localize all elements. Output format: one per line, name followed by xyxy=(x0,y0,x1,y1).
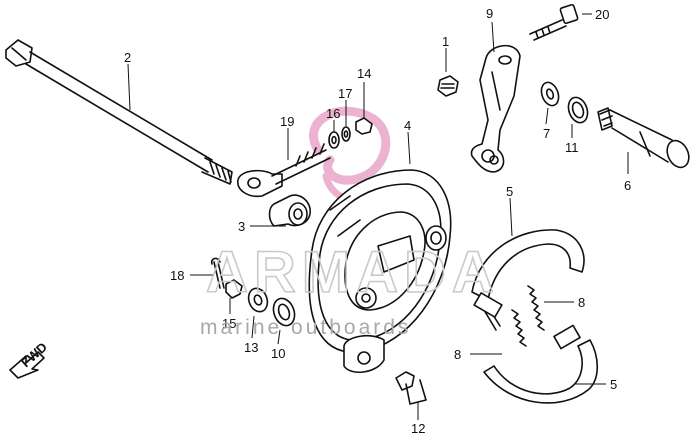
callout-17: 17 xyxy=(338,86,352,101)
callout-16: 16 xyxy=(326,106,340,121)
washer-13-part xyxy=(247,287,269,313)
washer-17-part xyxy=(341,126,351,142)
watermark-brand: ARMADA xyxy=(206,240,500,305)
seal-11-part xyxy=(567,96,589,124)
callout-3: 3 xyxy=(238,219,245,234)
fwd-direction-marker: FWD xyxy=(9,339,50,379)
seal-10-part xyxy=(272,297,296,327)
callout-15: 15 xyxy=(222,316,236,331)
watermark-tagline: marine outboards xyxy=(200,316,411,339)
bolt-20-part xyxy=(529,3,579,41)
callout-8b: 8 xyxy=(454,347,461,362)
callout-labels: 1 2 3 4 5 5 6 7 8 8 9 10 11 12 13 14 15 … xyxy=(124,6,631,436)
cotter-pin-18-part xyxy=(210,257,225,289)
callout-2: 2 xyxy=(124,50,131,65)
brake-cam-part xyxy=(597,107,690,169)
callout-19: 19 xyxy=(280,114,294,129)
callout-7: 7 xyxy=(543,126,550,141)
callout-6: 6 xyxy=(624,178,631,193)
brake-arm-part xyxy=(470,44,521,173)
washer-7-part xyxy=(540,81,560,107)
axle-part xyxy=(5,39,233,185)
callout-12: 12 xyxy=(411,421,425,436)
callout-11: 11 xyxy=(565,140,579,155)
callout-8a: 8 xyxy=(578,295,585,310)
nut-15-part xyxy=(225,279,243,299)
callout-9: 9 xyxy=(486,6,493,21)
callout-14: 14 xyxy=(357,66,371,81)
callout-10: 10 xyxy=(271,346,285,361)
stopper-arm-19-part xyxy=(237,143,331,198)
callout-5b: 5 xyxy=(610,377,617,392)
collar-3-part xyxy=(268,194,311,227)
callout-1: 1 xyxy=(442,34,449,49)
brake-shoe-upper-part xyxy=(471,229,585,331)
nut-1-part xyxy=(437,75,459,97)
callout-18: 18 xyxy=(170,268,184,283)
spring-lower-part xyxy=(511,309,527,347)
brake-panel-part xyxy=(308,169,452,373)
bolt-12-part xyxy=(395,371,427,405)
callout-5a: 5 xyxy=(506,184,513,199)
brake-shoe-lower-part xyxy=(483,324,599,404)
callout-20: 20 xyxy=(595,7,609,22)
watermark: ARMADA marine outboards xyxy=(200,239,500,339)
callout-4: 4 xyxy=(404,118,411,133)
washer-16-part xyxy=(328,131,340,149)
callout-13: 13 xyxy=(244,340,258,355)
leader-lines xyxy=(127,13,629,420)
spring-upper-part xyxy=(527,285,545,331)
